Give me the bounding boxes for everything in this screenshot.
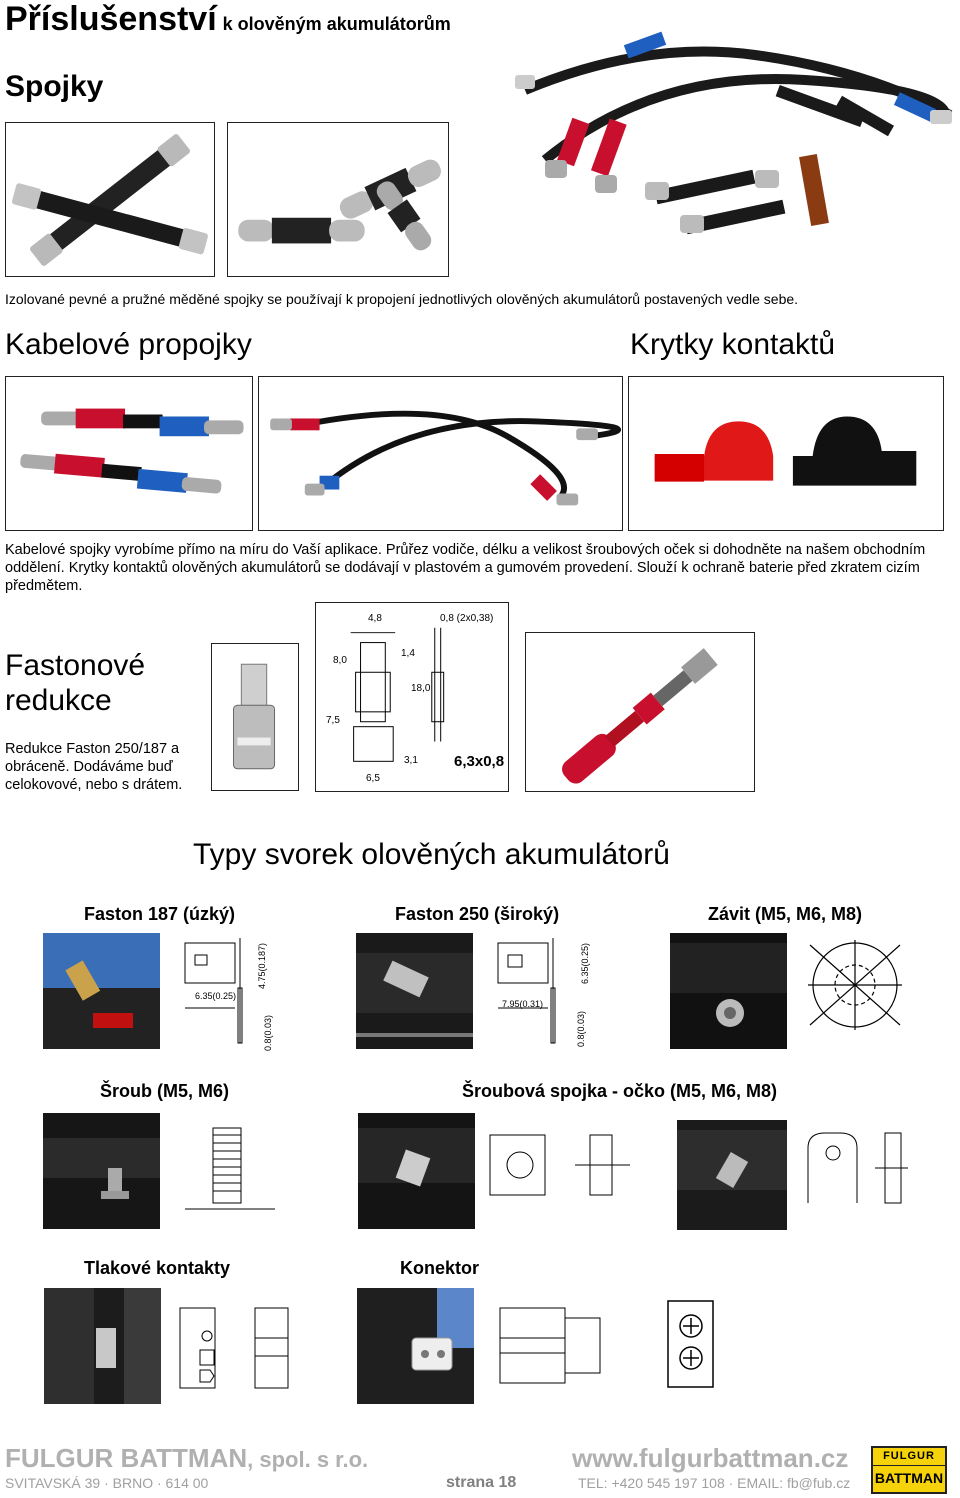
terminal-title-pressure: Tlakové kontakty: [84, 1258, 231, 1278]
terminal-title-screw: Šroub (M5, M6): [100, 1081, 229, 1101]
logo-line2: BATTMAN: [874, 1470, 944, 1486]
photo-eyelet-2: [677, 1120, 787, 1230]
dim-label: 4.75(0.187): [257, 943, 267, 990]
drawing-faston250: 7.95(0.31) 6.35(0.25) 0.8(0.03): [478, 933, 598, 1049]
section-heading-fastonove: Fastonové redukce: [5, 648, 145, 718]
photo-spojky-flexible: [5, 122, 215, 277]
photo-pressure: [44, 1288, 161, 1404]
photo-faston-adapter-metal: [211, 643, 299, 791]
photo-cable-jumpers-short: [5, 376, 253, 531]
terminal-title-connector: Konektor: [400, 1258, 480, 1278]
photo-spojky-rigid: [227, 122, 449, 277]
photo-thread: [670, 933, 787, 1049]
footer-company-name: FULGUR BATTMAN: [5, 1443, 248, 1473]
company-logo: FULGUR BATTMAN: [871, 1446, 947, 1494]
footer-company: FULGUR BATTMAN, spol. s r.o.: [5, 1443, 368, 1474]
terminal-title-faston250: Faston 250 (široký): [395, 904, 560, 924]
drawing-eyelet-2: [800, 1128, 910, 1208]
photo-terminal-covers: [628, 376, 944, 531]
drawing-faston187: 6.35(0.25) 4.75(0.187) 0.8(0.03): [165, 933, 285, 1052]
section-heading-krytky: Krytky kontaktů: [630, 328, 836, 361]
fastonove-heading-line1: Fastonové: [5, 649, 146, 682]
page-title-text: Příslušenství: [5, 0, 217, 38]
dim-label: 6.35(0.25): [580, 943, 590, 985]
dim-label: 6.35(0.25): [195, 991, 237, 1001]
drawing-faston-dimensions: 4,8 0,8 (2x0,38) 8,0 1,4 18,0 7,5 3,1 6,…: [315, 602, 509, 792]
dim-label: 0,8 (2x0,38): [440, 613, 494, 624]
dim-label: 7,5: [326, 715, 340, 726]
photo-cable-jumpers-long: [258, 376, 623, 531]
drawing-connector-side: [495, 1298, 605, 1393]
photo-eyelet-1: [358, 1113, 475, 1229]
dim-label-main: 6,3x0,8: [454, 753, 505, 770]
drawing-thread: [800, 935, 910, 1035]
photo-cable-set: [505, 10, 955, 255]
fastonove-heading-line2: redukce: [5, 684, 112, 717]
photo-faston-adapter-wire: [525, 632, 755, 792]
dim-label: 1,4: [401, 648, 415, 659]
drawing-connector-front: [663, 1296, 718, 1392]
footer-website-link[interactable]: www.fulgurbattman.cz: [572, 1443, 849, 1473]
section-heading-kabelove: Kabelové propojky: [5, 328, 252, 361]
dim-label: 4,8: [368, 613, 382, 624]
dim-label: 0.8(0.03): [263, 1015, 273, 1052]
fastonove-description: Redukce Faston 250/187 a obráceně. Dodáv…: [5, 741, 183, 793]
section-heading-types: Typy svorek olověných akumulátorů: [193, 838, 670, 871]
photo-connector: [357, 1288, 474, 1404]
drawing-screw: [185, 1123, 275, 1218]
dim-label: 7.95(0.31): [502, 999, 544, 1009]
logo-line1: FULGUR: [883, 1450, 935, 1462]
dim-label: 18,0: [411, 683, 431, 694]
footer-page-number: strana 18: [446, 1474, 517, 1491]
dim-label: 8,0: [333, 655, 347, 666]
photo-faston187: [43, 933, 160, 1049]
spojky-description: Izolované pevné a pružné měděné spojky s…: [5, 291, 799, 307]
terminal-title-eyelet: Šroubová spojka - očko (M5, M6, M8): [462, 1081, 778, 1101]
kabelove-description: Kabelové spojky vyrobíme přímo na míru d…: [5, 542, 926, 594]
footer-company-suffix: , spol. s r.o.: [247, 1447, 369, 1472]
drawing-pressure: [170, 1298, 300, 1398]
dim-label: 0.8(0.03): [576, 1011, 586, 1048]
dim-label: 3,1: [404, 755, 418, 766]
dim-label: 6,5: [366, 773, 380, 784]
page-subtitle: k olověným akumulátorům: [222, 14, 451, 34]
section-heading-spojky: Spojky: [5, 70, 104, 103]
photo-screw: [43, 1113, 160, 1229]
footer-contact: TEL: +420 545 197 108 · EMAIL: fb@fub.cz: [578, 1475, 851, 1491]
terminal-title-faston187: Faston 187 (úzký): [84, 904, 236, 924]
photo-faston250: [356, 933, 473, 1049]
footer-address: SVITAVSKÁ 39 · BRNO · 614 00: [5, 1475, 209, 1491]
drawing-eyelet-1: [485, 1130, 635, 1205]
terminal-title-thread: Závit (M5, M6, M8): [708, 904, 863, 924]
